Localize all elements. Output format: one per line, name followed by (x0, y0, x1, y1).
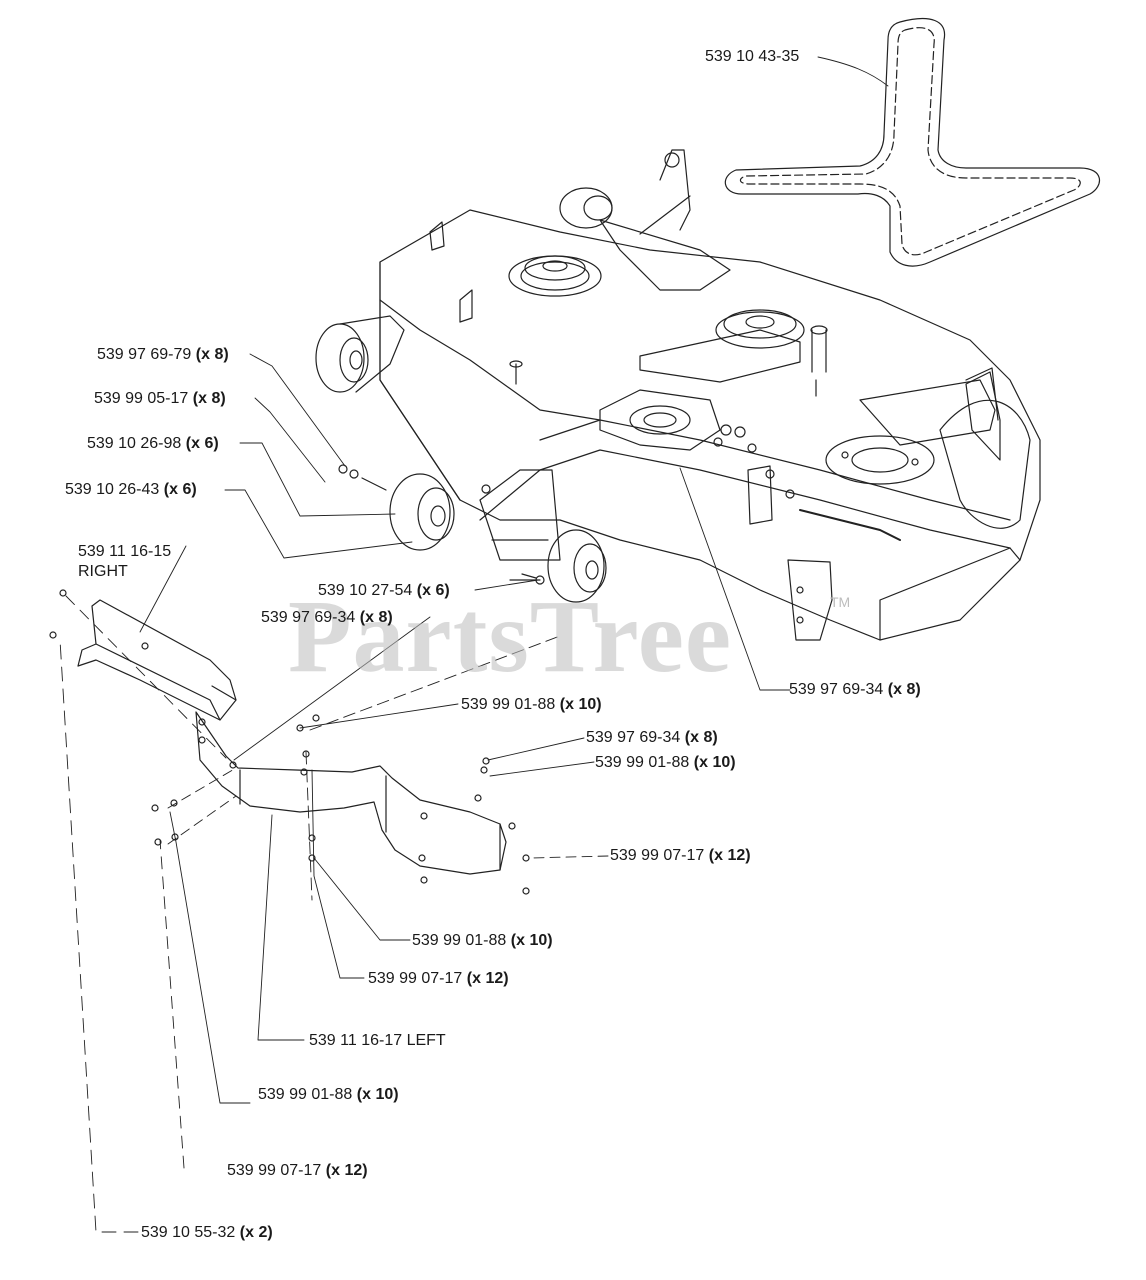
fasteners (49, 464, 545, 895)
gauge-wheel-front-left (389, 473, 455, 551)
callout-label: 539 99 07-17 (x 12) (368, 970, 509, 987)
callout-label: 539 99 01-88 (x 10) (595, 754, 736, 771)
callout-label: 539 99 01-88 (x 10) (412, 932, 553, 949)
callout-label: 539 99 01-88 (x 10) (258, 1086, 399, 1103)
callout-label: 539 10 27-54 (x 6) (318, 582, 450, 599)
callout-label: 539 97 69-34 (x 8) (789, 681, 921, 698)
callout-left-baffle: 539 11 16-17 LEFT (309, 1032, 446, 1049)
mower-deck (379, 149, 1041, 641)
gauge-wheel-rear-left (315, 315, 405, 393)
callout-label: 539 10 26-98 (x 6) (87, 435, 219, 452)
callout-label: 539 99 01-88 (x 10) (461, 696, 602, 713)
watermark: PartsTree (288, 579, 733, 694)
callout-label: 539 99 07-17 (x 12) (227, 1162, 368, 1179)
leader-lines (59, 56, 889, 1233)
callout-label: 539 99 05-17 (x 8) (94, 390, 226, 407)
callout-label: 539 10 26-43 (x 6) (65, 481, 197, 498)
callout-label: 539 10 55-32 (x 2) (141, 1224, 273, 1241)
callout-belt: 539 10 43-35 (705, 48, 800, 65)
baffle-left (195, 711, 516, 875)
trademark-mark: TM (830, 594, 851, 610)
gauge-wheel-front-right (547, 529, 607, 603)
callout-label: 539 97 69-34 (x 8) (261, 609, 393, 626)
callout-label: 539 99 07-17 (x 12) (610, 847, 751, 864)
callout-label: 539 97 69-34 (x 8) (586, 729, 718, 746)
drive-belt (724, 18, 1100, 267)
gauge-wheel-rear (559, 187, 613, 229)
baffle-right (77, 599, 237, 721)
callout-label: 539 97 69-79 (x 8) (97, 346, 229, 363)
